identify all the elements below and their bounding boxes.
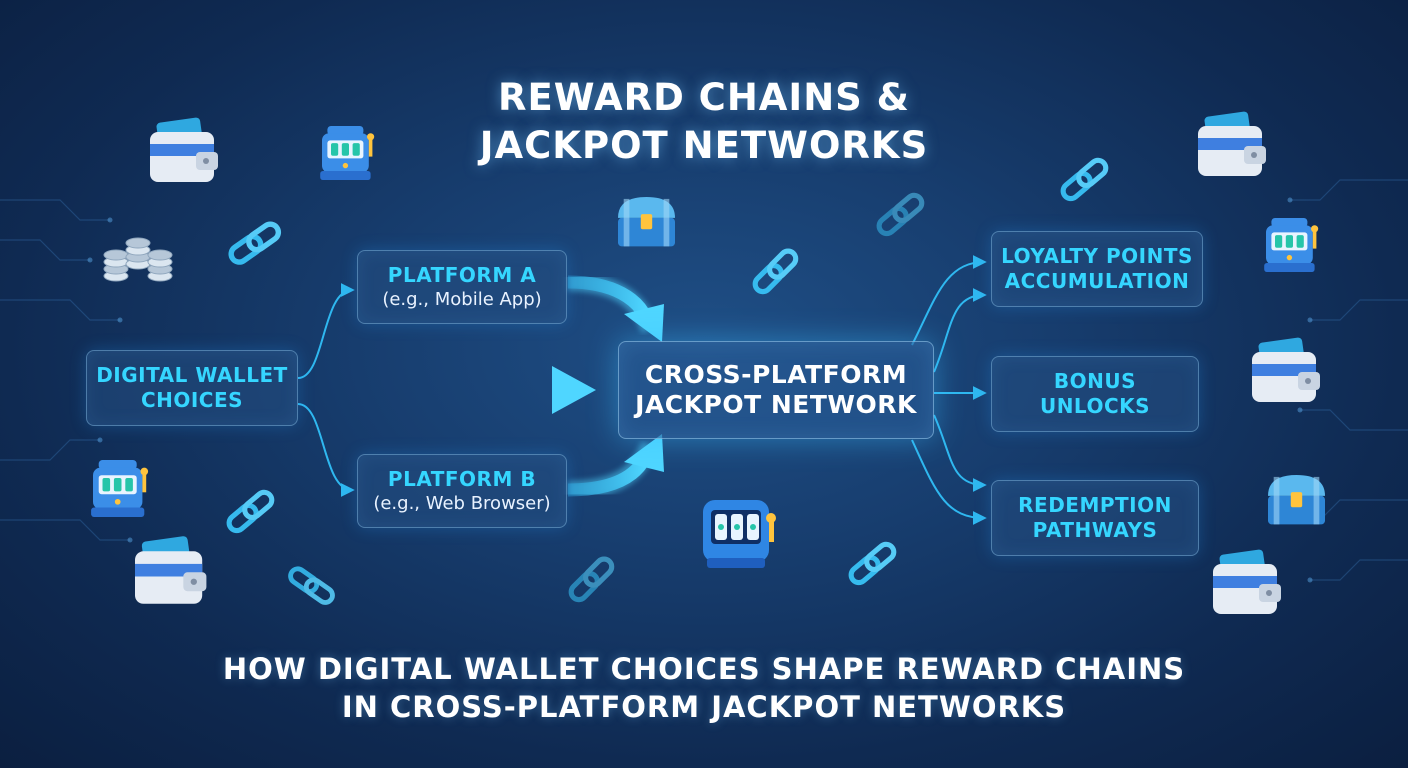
slot-machine-icon: [91, 460, 149, 517]
node-label-line-2: ACCUMULATION: [1004, 269, 1190, 293]
chain-link-icon: [848, 541, 897, 586]
edge-wallet-platform-a: [297, 283, 355, 379]
node-label-line-1: CROSS-PLATFORM: [644, 360, 908, 389]
edge-hub-redemption-2: [911, 439, 987, 525]
node-bonus-unlocks: BONUS UNLOCKS: [991, 356, 1199, 432]
node-label-line-2: CHOICES: [140, 388, 244, 412]
node-digital-wallet-choices: DIGITAL WALLET CHOICES: [86, 350, 298, 426]
node-loyalty-points-accumulation: LOYALTY POINTS ACCUMULATION: [991, 231, 1203, 307]
node-label-line-2: UNLOCKS: [1039, 394, 1151, 418]
node-label-line-1: LOYALTY POINTS: [1001, 244, 1193, 268]
node-label-line-2: PATHWAYS: [1032, 518, 1158, 542]
node-label-line-2: (e.g., Web Browser): [373, 492, 551, 514]
node-label-line-1: REDEMPTION: [1018, 493, 1172, 517]
title-line-1: REWARD CHAINS &: [498, 76, 910, 119]
wallet-icon: [135, 536, 207, 604]
chain-link-icon: [288, 566, 335, 605]
diagram-title: REWARD CHAINS & JACKPOT NETWORKS: [0, 74, 1408, 170]
wallet-icon: [1198, 111, 1266, 176]
subtitle-line-1: HOW DIGITAL WALLET CHOICES SHAPE REWARD …: [222, 652, 1186, 686]
subtitle-line-2: IN CROSS-PLATFORM JACKPOT NETWORKS: [341, 690, 1067, 724]
slot-machine-icon: [320, 126, 375, 180]
chain-link-icon: [876, 192, 925, 237]
node-label-line-1: PLATFORM B: [387, 466, 537, 491]
diagram-subtitle: HOW DIGITAL WALLET CHOICES SHAPE REWARD …: [0, 650, 1408, 726]
edge-hub-loyalty-1: [911, 255, 987, 346]
node-platform-b: PLATFORM B (e.g., Web Browser): [357, 454, 567, 528]
node-label-line-1: DIGITAL WALLET: [96, 363, 288, 387]
chain-link-icon: [226, 489, 275, 534]
edge-wallet-platform-b: [297, 403, 355, 497]
wallet-icon: [1213, 549, 1281, 614]
chain-link-icon: [1060, 157, 1109, 202]
wallet-icon: [1252, 337, 1320, 402]
node-label-line-1: PLATFORM A: [387, 262, 537, 287]
treasure-chest-icon: [618, 197, 675, 247]
slot-machine-icon: [1264, 218, 1319, 272]
chain-link-icon: [228, 221, 282, 265]
chain-link-icon: [568, 556, 615, 603]
title-line-2: JACKPOT NETWORKS: [479, 124, 929, 167]
node-platform-a: PLATFORM A (e.g., Mobile App): [357, 250, 567, 324]
node-label-line-1: BONUS: [1053, 369, 1137, 393]
slot-machine-icon: [703, 500, 776, 568]
node-label-line-2: (e.g., Mobile App): [382, 288, 542, 310]
node-redemption-pathways: REDEMPTION PATHWAYS: [991, 480, 1199, 556]
node-cross-platform-jackpot-network: CROSS-PLATFORM JACKPOT NETWORK: [618, 341, 934, 439]
coin-stack-icon: [103, 237, 173, 282]
wallet-icon: [150, 117, 218, 182]
edge-hub-redemption-1: [933, 414, 987, 492]
edge-wallet-hub: [300, 366, 596, 414]
edge-platform-a-hub: [567, 273, 664, 342]
node-label-line-2: JACKPOT NETWORK: [635, 390, 917, 419]
edge-hub-loyalty-2: [933, 288, 987, 373]
edge-platform-b-hub: [567, 434, 664, 499]
treasure-chest-icon: [1268, 475, 1325, 525]
chain-link-icon: [752, 248, 799, 295]
